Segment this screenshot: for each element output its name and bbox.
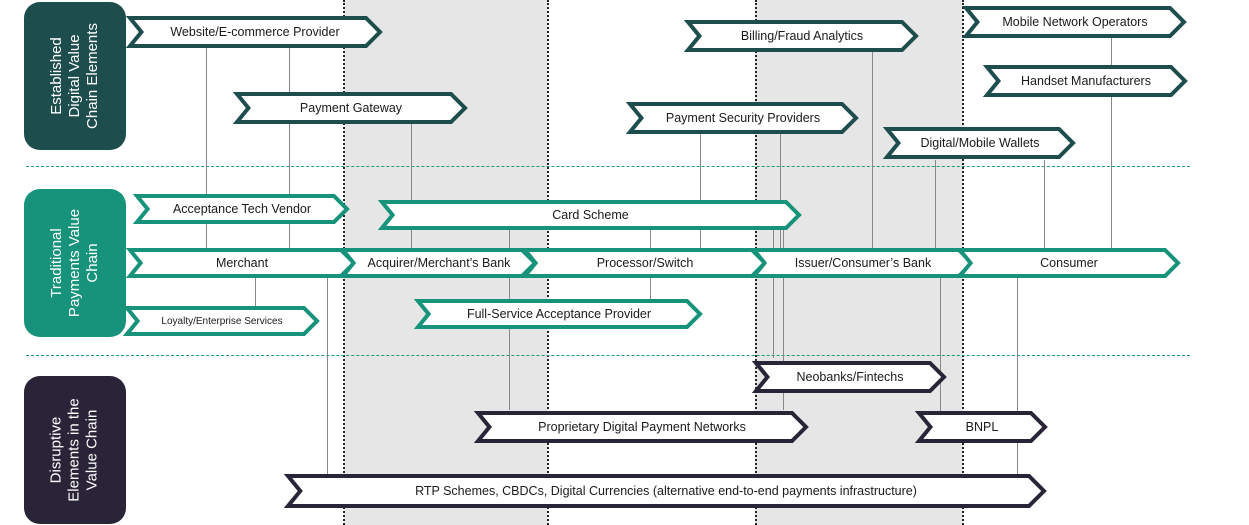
consumer: Consumer: [955, 248, 1181, 278]
connector: [700, 134, 701, 248]
bnpl: BNPL: [914, 411, 1048, 443]
connector: [1017, 278, 1018, 474]
connector: [411, 122, 412, 248]
established-digital-label: Established Digital Value Chain Elements: [24, 2, 126, 150]
neobanks-fintechs: Neobanks/Fintechs: [751, 361, 947, 393]
disruptive-elements-label: Disruptive Elements in the Value Chain: [24, 376, 126, 524]
billing-fraud-analytics: Billing/Fraud Analytics: [683, 20, 919, 52]
card-scheme: Card Scheme: [377, 200, 802, 230]
payment-security-providers: Payment Security Providers: [625, 102, 859, 134]
connector: [773, 230, 774, 358]
digital-mobile-wallets: Digital/Mobile Wallets: [882, 127, 1076, 159]
website-ecommerce-provider: Website/E-commerce Provider: [125, 16, 383, 48]
acceptance-tech-vendor: Acceptance Tech Vendor: [132, 194, 350, 224]
loyalty-enterprise-services: Loyalty/Enterprise Services: [122, 306, 320, 336]
connector: [206, 46, 207, 248]
section-separator-2: [26, 355, 1190, 356]
connector: [1111, 37, 1112, 248]
rtp-schemes-cbdcs: RTP Schemes, CBDCs, Digital Currencies (…: [283, 474, 1047, 508]
connector: [783, 230, 784, 410]
traditional-payments-label: Traditional Payments Value Chain: [24, 189, 126, 337]
merchant: Merchant: [125, 248, 357, 278]
issuer-consumers-bank: Issuer/Consumer’s Bank: [749, 248, 975, 278]
connector: [289, 46, 290, 248]
proprietary-digital-payment-networks: Proprietary Digital Payment Networks: [473, 411, 809, 443]
connector: [780, 134, 781, 248]
connector: [940, 278, 941, 412]
connector: [935, 160, 936, 248]
connector: [1044, 160, 1045, 248]
section-separator-1: [26, 166, 1190, 167]
payment-gateway: Payment Gateway: [232, 92, 468, 124]
connector: [255, 278, 256, 308]
mobile-network-operators: Mobile Network Operators: [961, 6, 1187, 38]
acquirer-merchants-bank: Acquirer/Merchant’s Bank: [338, 248, 538, 278]
connector: [872, 52, 873, 248]
full-service-acceptance-provider: Full-Service Acceptance Provider: [413, 299, 703, 329]
processor-switch: Processor/Switch: [520, 248, 768, 278]
handset-manufacturers: Handset Manufacturers: [982, 65, 1188, 97]
connector: [327, 278, 328, 474]
